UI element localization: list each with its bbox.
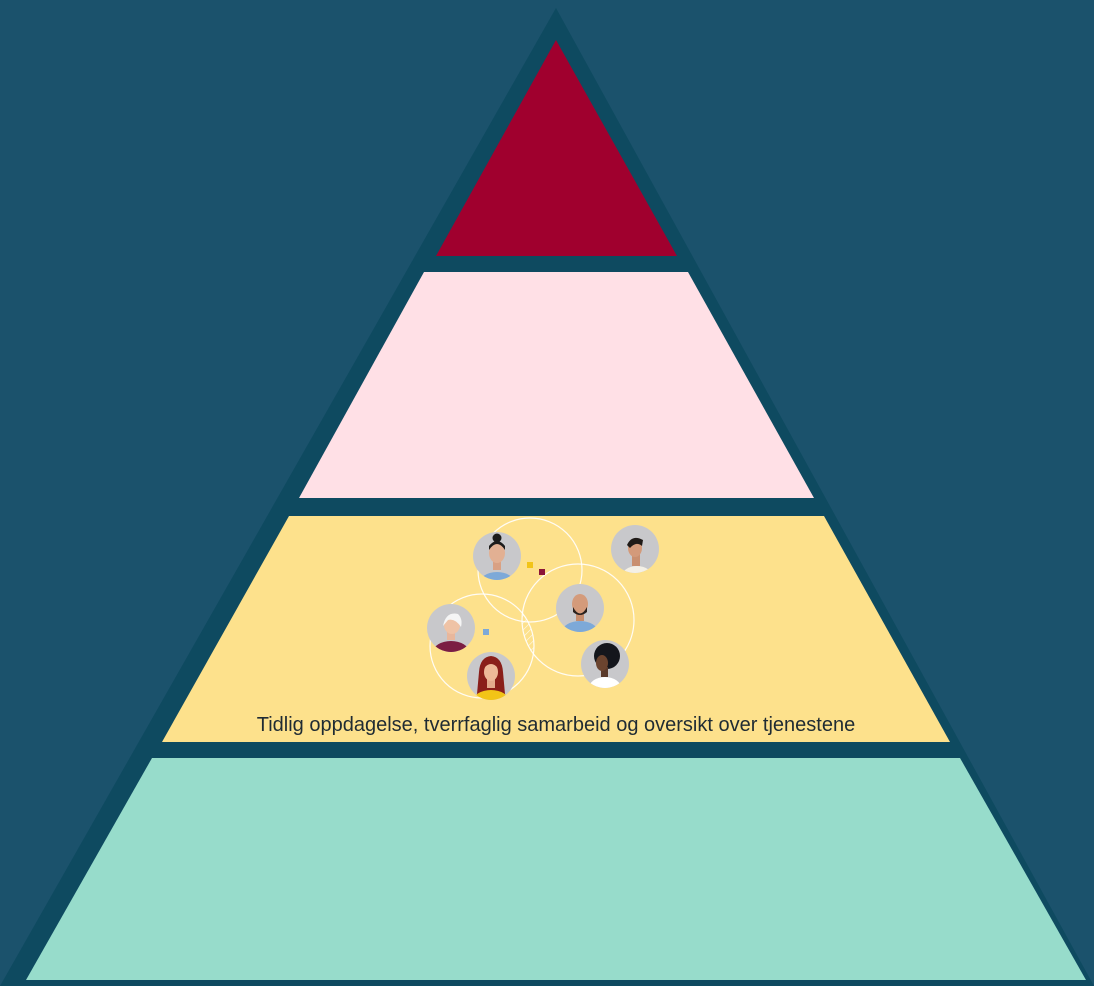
level-caption-lower-middle: Tidlig oppdagelse, tverrfaglig samarbeid…: [257, 714, 855, 736]
pyramid-level-lower-middle: [162, 516, 950, 742]
avatar: [427, 604, 475, 652]
avatar: [473, 532, 521, 580]
pyramid-level-base: [26, 758, 1086, 980]
people-network-icon: [427, 517, 659, 700]
avatar: [467, 652, 515, 700]
pyramid-level-top: [436, 40, 677, 256]
avatar: [556, 584, 604, 632]
avatar: [581, 640, 629, 688]
pyramid-level-upper-middle: [299, 272, 814, 498]
